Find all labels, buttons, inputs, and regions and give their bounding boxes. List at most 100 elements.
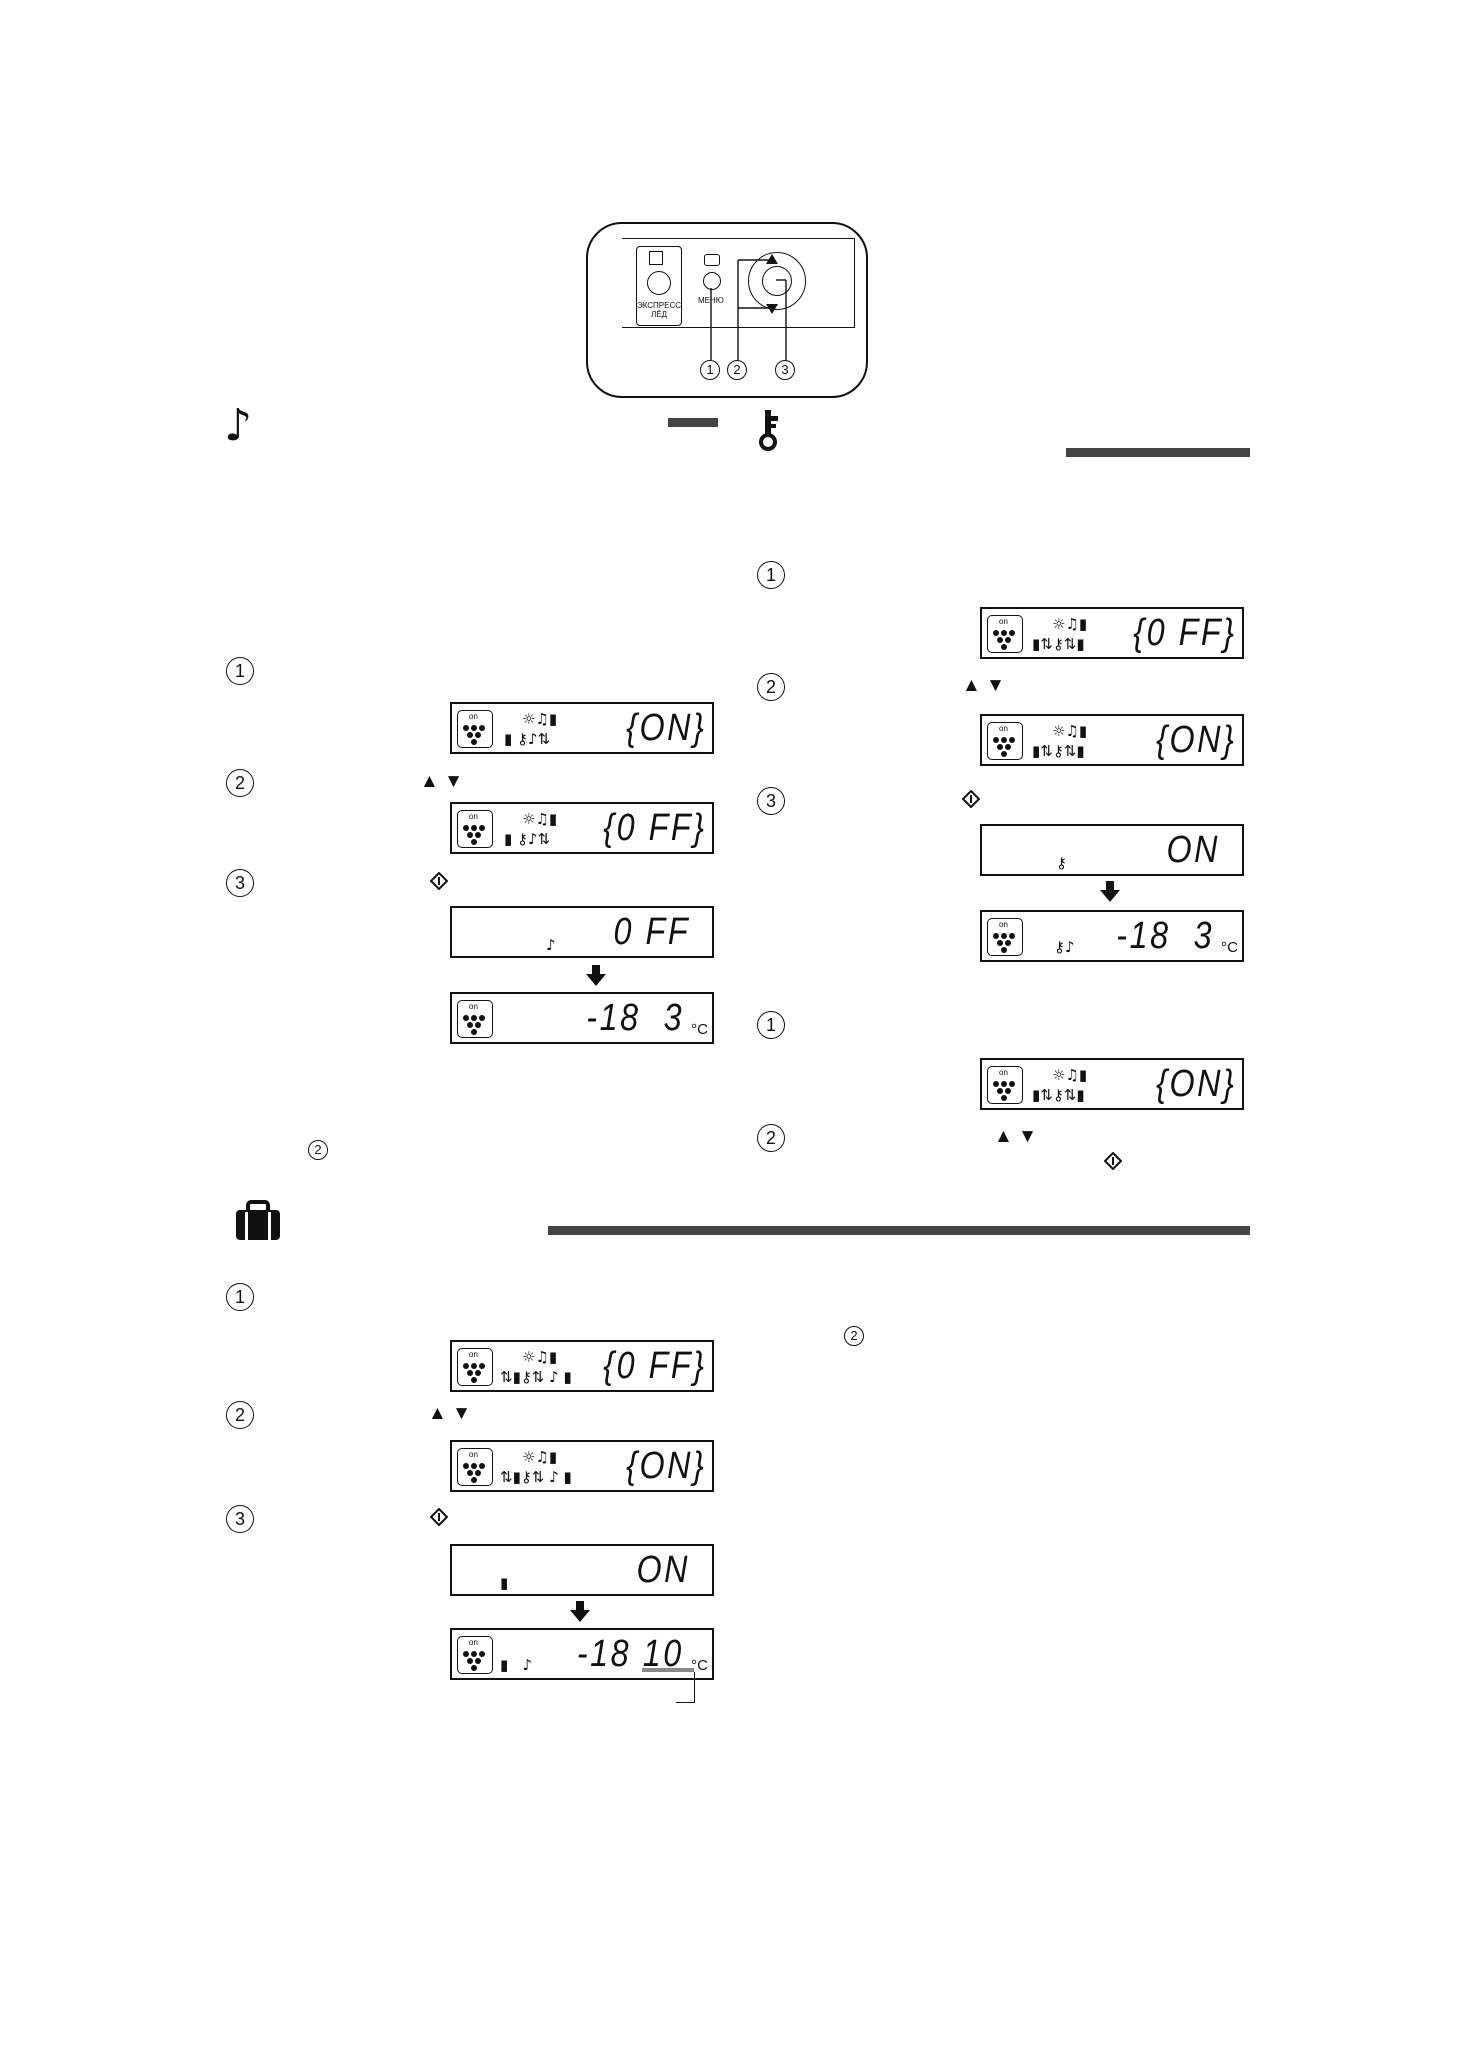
key-note-icons: ⚷♪ [1054,938,1075,956]
step-3-sound: 3 [226,869,254,897]
mode-icons: ▮⇅⚷⇅▮ [1032,1086,1085,1104]
step-3-lock: 3 [757,787,785,815]
play-icon [704,254,720,266]
mode-icons: ▮⇅⚷⇅▮ [1032,635,1085,653]
lcd-lock-on: on ☼♫▮ ▮⇅⚷⇅▮ {ON} [980,714,1244,766]
lcd-vacation-on: on ☼♫▮ ⇅▮⚷⇅ ♪ ▮ {ON} [450,1440,714,1492]
mode-icons: ⇅▮⚷⇅ ♪ ▮ [500,1468,572,1486]
lcd-text: {0 FF} [1132,612,1236,654]
music-note-icon: ♪ [224,400,253,451]
callout-lines [710,254,787,360]
status-icons: ☼♫▮ [522,1348,558,1366]
status-icons: ☼♫▮ [1052,722,1088,740]
lcd-vacation-temp: on ▮ ♪ -18 10 °C [450,1628,714,1680]
capacity-indicator: on [457,1448,493,1486]
lcd-sound-confirm: ♪ 0 FF [450,906,714,958]
lcd-text: {0 FF} [602,807,706,849]
lcd-vacation-confirm: ▮ ON [450,1544,714,1596]
start-diamond-icon [962,790,980,808]
callout-3: 3 [775,360,795,380]
capacity-indicator: on [457,1348,493,1386]
note-ref-2: 2 [308,1140,328,1160]
step-2-sound: 2 [226,769,254,797]
lcd-lock-off: on ☼♫▮ ▮⇅⚷⇅▮ {0 FF} [980,607,1244,659]
key-icon [759,410,778,451]
capacity-indicator: on [457,810,493,848]
cube-icon [649,251,663,265]
express-label-2: ЛЁД [650,310,667,319]
lcd-sound-temp: on -18 3 °C [450,992,714,1044]
step-1-unlock: 1 [757,1011,785,1039]
status-icons: ☼♫▮ [522,1448,558,1466]
lcd-text: ON [1166,829,1220,871]
capacity-indicator: on [987,918,1023,956]
callout-bracket [676,1672,695,1703]
mode-icons: ⇅▮⚷⇅ ♪ ▮ [500,1368,572,1386]
note-ref-2-right: 2 [844,1326,864,1346]
capacity-indicator: on [987,1066,1023,1104]
down-arrow-icon [586,965,606,986]
suitcase-icon: ▮ [500,1574,509,1592]
vacation-section-rule [548,1226,1250,1235]
capacity-indicator: on [987,722,1023,760]
capacity-indicator: on [457,710,493,748]
lcd-text: {ON} [625,1445,706,1487]
unit-celsius: °C [691,1657,708,1674]
lcd-text: 0 FF [613,911,690,953]
lcd-text: -18 10 [577,1633,684,1675]
express-label-1: ЭКСПРЕСС [636,301,682,310]
down-arrow-icon [1100,881,1120,902]
up-down-icon: ▲ ▼ [962,675,1005,696]
lcd-unlock-on: on ☼♫▮ ▮⇅⚷⇅▮ {ON} [980,1058,1244,1110]
express-ice-button[interactable]: ЭКСПРЕСС ЛЁД [636,246,682,326]
lcd-text: {0 FF} [602,1345,706,1387]
menu-button[interactable] [703,272,721,290]
nav-center-button[interactable] [762,266,792,296]
lcd-text: -18 3 [1116,915,1214,957]
mode-icons: ▮⇅⚷⇅▮ [1032,742,1085,760]
capacity-indicator: on [987,615,1023,653]
suitcase-note-icons: ▮ ♪ [500,1656,533,1674]
lcd-text: {ON} [1155,1063,1236,1105]
down-arrow-icon [570,1601,590,1622]
lcd-lock-confirm: ⚷ ON [980,824,1244,876]
status-icons: ☼♫▮ [522,710,558,728]
suitcase-icon [236,1200,280,1240]
callout-2: 2 [727,360,747,380]
start-diamond-icon [430,1508,448,1526]
lcd-sound-off: on ☼♫▮ ▮ ⚷♪⇅ {0 FF} [450,802,714,854]
sound-section-rule [668,418,718,427]
capacity-indicator: on [457,1000,493,1038]
mode-icons: ▮ ⚷♪⇅ [504,830,551,848]
callout-1: 1 [700,360,720,380]
step-2-lock: 2 [757,673,785,701]
step-3-vacation: 3 [226,1505,254,1533]
lcd-text: {ON} [625,707,706,749]
start-diamond-icon [1104,1152,1122,1170]
step-1-sound: 1 [226,657,254,685]
capacity-indicator: on [457,1636,493,1674]
unit-celsius: °C [1221,939,1238,956]
control-panel-diagram: ЭКСПРЕСС ЛЁД МЕНЮ 1 2 3 [586,222,868,398]
step-2-vacation: 2 [226,1401,254,1429]
key-icon: ⚷ [1056,854,1067,872]
step-2-unlock: 2 [757,1124,785,1152]
express-button-circle [647,271,671,295]
nav-ring[interactable] [748,252,806,310]
lcd-text: -18 3 [586,997,684,1039]
lcd-text: {ON} [1155,719,1236,761]
status-icons: ☼♫▮ [1052,615,1088,633]
step-1-lock: 1 [757,561,785,589]
lock-section-rule [1066,448,1250,457]
lcd-vacation-off: on ☼♫▮ ⇅▮⚷⇅ ♪ ▮ {0 FF} [450,1340,714,1392]
lcd-lock-temp: on ⚷♪ -18 3 °C [980,910,1244,962]
temp-underline [642,1668,694,1672]
lcd-text: ON [636,1549,690,1591]
start-diamond-icon [430,872,448,890]
unit-celsius: °C [691,1021,708,1038]
up-down-icon: ▲ ▼ [420,771,463,792]
status-icons: ☼♫▮ [1052,1066,1088,1084]
status-icons: ☼♫▮ [522,810,558,828]
lcd-sound-on: on ☼♫▮ ▮ ⚷♪⇅ {ON} [450,702,714,754]
mode-icons: ▮ ⚷♪⇅ [504,730,551,748]
